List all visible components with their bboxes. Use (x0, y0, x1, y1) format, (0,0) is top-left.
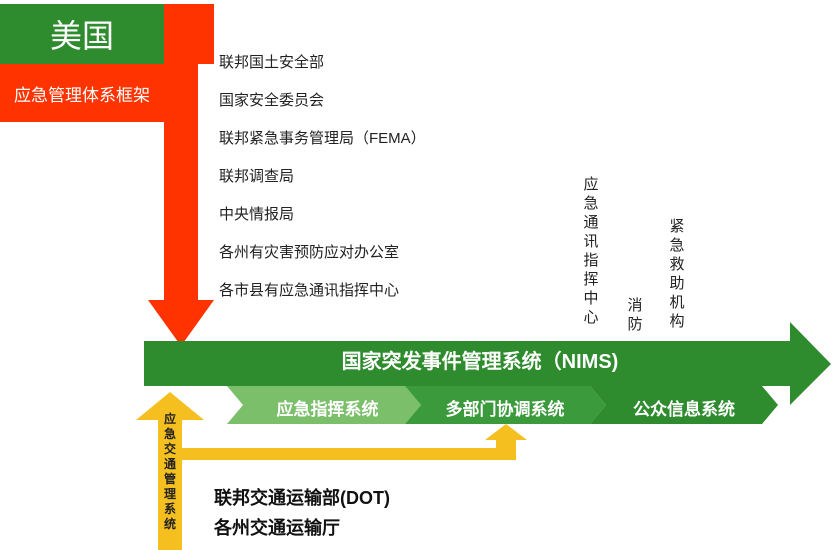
red-framework-arrow (0, 4, 214, 346)
chevron-public-info (590, 386, 778, 424)
agency-item: 中央情报局 (219, 206, 295, 223)
command-system-label: 应急指挥系统 (276, 400, 379, 419)
coordination-system-label: 多部门协调系统 (445, 400, 565, 419)
framework-title: 应急管理体系框架 (14, 85, 150, 105)
chevron-command (227, 386, 421, 424)
agency-item: 国家安全委员会 (219, 92, 325, 109)
country-title: 美国 (0, 4, 164, 64)
nims-arrow (144, 322, 831, 405)
agency-item: 联邦调查局 (219, 168, 295, 185)
rescue-label: 紧急救助机构 (669, 218, 685, 330)
agency-item: 联邦国土安全部 (219, 54, 325, 71)
transport-system-label: 应急交通管理系统 (163, 412, 176, 531)
agency-item: 联邦紧急事务管理局（FEMA） (219, 130, 426, 147)
agency-item: 各州有灾害预防应对办公室 (219, 244, 400, 261)
transport-up-arrow (136, 392, 204, 550)
nims-label: 国家突发事件管理系统（NIMS) (341, 351, 619, 373)
transport-agency: 各州交通运输厅 (214, 518, 340, 538)
transport-connector (182, 424, 527, 460)
fire-label: 消防 (627, 297, 643, 333)
transport-agency: 联邦交通运输部(DOT) (214, 488, 390, 508)
public-info-system-label: 公众信息系统 (633, 400, 735, 419)
agency-item: 各市县有应急通讯指挥中心 (219, 282, 400, 299)
comm-center-label: 应急通讯指挥中心 (583, 176, 599, 326)
chevron-coordination (405, 386, 606, 424)
